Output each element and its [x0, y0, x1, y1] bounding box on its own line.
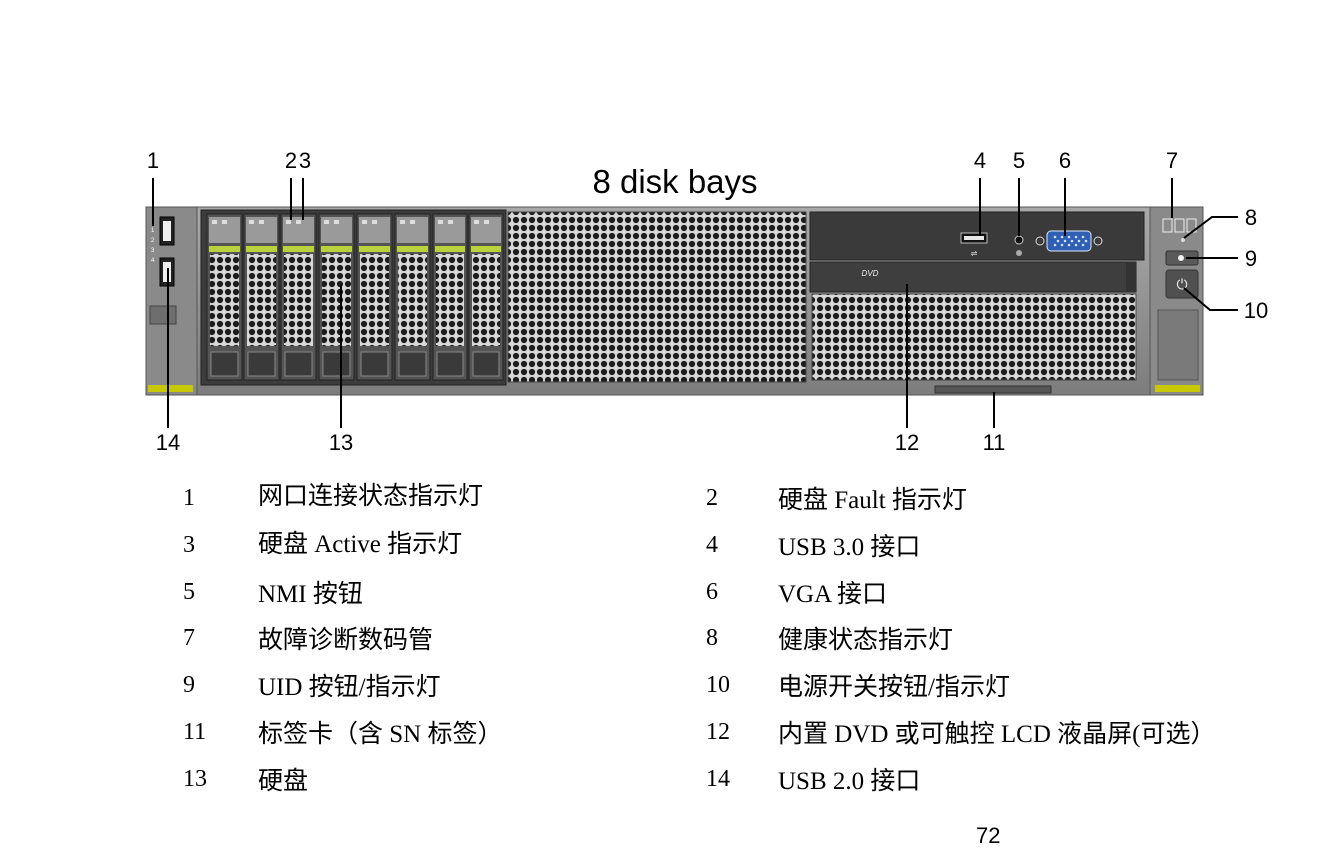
power-icon: ⏻: [1176, 277, 1187, 293]
callout-14: 14: [156, 430, 180, 455]
usb-icon: ⇌: [971, 249, 978, 258]
port-number: 1: [151, 228, 155, 234]
dvd-drive[interactable]: [809, 261, 1137, 293]
callout-10: 10: [1244, 298, 1268, 323]
disk-bay[interactable]: [394, 213, 431, 381]
vga-screw-right: [1093, 236, 1103, 246]
callout-numbers: 1 2 3 4 5 6 7 8 9 10 11 12 13 14: [147, 148, 1268, 455]
right-ear-yellow-strip: [1155, 385, 1200, 392]
nmi-indicator-icon: [1016, 250, 1022, 256]
port-number: 3: [151, 248, 155, 254]
page-number: 72: [976, 823, 1001, 848]
disk-bay[interactable]: [206, 213, 243, 381]
label-card[interactable]: [934, 385, 1052, 394]
callout-12: 12: [895, 430, 919, 455]
callout-6: 6: [1059, 148, 1071, 173]
health-status-led: [1181, 238, 1185, 242]
center-vent-grille: [507, 211, 807, 383]
callout-3: 3: [299, 148, 311, 173]
disk-bay[interactable]: [468, 213, 504, 381]
callout-8: 8: [1245, 205, 1257, 230]
disk-bay[interactable]: [243, 213, 280, 381]
diagram-title: 8 disk bays: [592, 163, 757, 200]
right-ear-lower-plate: [1157, 309, 1199, 381]
network-status-led-numbers: 1 2 3 4: [151, 228, 155, 264]
left-ear-yellow-strip: [148, 385, 193, 392]
disk-bay[interactable]: [318, 213, 355, 381]
disk-bays: [206, 213, 504, 381]
dvd-logo: DVD: [862, 269, 879, 278]
callout-4: 4: [974, 148, 986, 173]
callout-9: 9: [1245, 246, 1257, 271]
left-ear-label: [149, 305, 177, 325]
right-vent-grille: [811, 293, 1137, 381]
vga-screw-left: [1035, 236, 1045, 246]
vga-port[interactable]: [1046, 230, 1092, 252]
callout-leaders: [152, 178, 1238, 428]
nmi-button[interactable]: [1014, 235, 1024, 245]
disk-bay[interactable]: [356, 213, 393, 381]
callout-11: 11: [983, 430, 1006, 455]
callout-1: 1: [147, 148, 159, 173]
disk-bay[interactable]: [432, 213, 468, 381]
callout-7: 7: [1166, 148, 1178, 173]
port-number: 2: [151, 238, 155, 244]
disk-bay[interactable]: [280, 213, 317, 381]
power-button[interactable]: [1165, 269, 1199, 299]
callout-13: 13: [329, 430, 353, 455]
port-number: 4: [151, 258, 155, 264]
callout-2: 2: [285, 148, 297, 173]
callout-5: 5: [1013, 148, 1025, 173]
